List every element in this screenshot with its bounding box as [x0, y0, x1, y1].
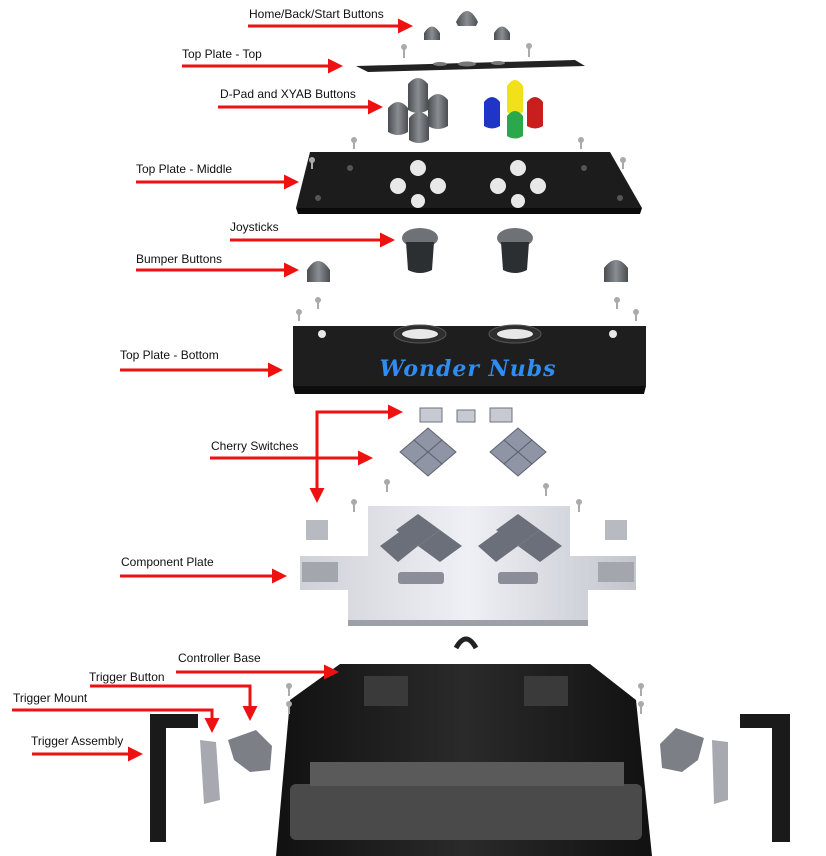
top-plate-bottom: Wonder Nubs: [293, 297, 646, 394]
cherry-switches: [351, 407, 582, 512]
xyab-buttons: [484, 80, 543, 139]
callout-arrows: [12, 18, 413, 762]
label-controller-base: Controller Base: [178, 651, 261, 665]
component-plate: [300, 506, 636, 626]
label-top-plate-middle: Top Plate - Middle: [136, 162, 232, 176]
label-component-plate: Component Plate: [121, 555, 214, 569]
bumper-buttons: [307, 260, 628, 282]
callout-labels: Home/Back/Start Buttons Top Plate - Top …: [13, 7, 384, 748]
dpad-buttons: [388, 78, 448, 143]
label-cherry-switches: Cherry Switches: [211, 439, 298, 453]
arrow-trigger-button: [90, 684, 258, 721]
joysticks: [402, 228, 533, 273]
label-dpad-xyab: D-Pad and XYAB Buttons: [220, 87, 356, 101]
label-trigger-button: Trigger Button: [89, 670, 165, 684]
label-trigger-mount: Trigger Mount: [13, 691, 88, 705]
trigger-assembly-left: [150, 714, 272, 842]
label-home-back-start: Home/Back/Start Buttons: [249, 7, 384, 21]
controller-base: [276, 636, 652, 856]
label-joysticks: Joysticks: [230, 220, 279, 234]
wonder-nubs-logo: Wonder Nubs: [379, 356, 556, 382]
screws-top-plate-top: [401, 43, 532, 58]
top-plate-top: [356, 43, 585, 72]
label-top-plate-bottom: Top Plate - Bottom: [120, 348, 219, 362]
trigger-assembly-right: [660, 714, 790, 842]
home-back-start-buttons: [424, 11, 510, 40]
label-top-plate-top: Top Plate - Top: [182, 47, 262, 61]
arrow-trigger-mount: [12, 708, 220, 733]
top-plate-middle: [296, 137, 642, 214]
label-trigger-assembly: Trigger Assembly: [31, 734, 123, 748]
label-bumper-buttons: Bumper Buttons: [136, 252, 222, 266]
